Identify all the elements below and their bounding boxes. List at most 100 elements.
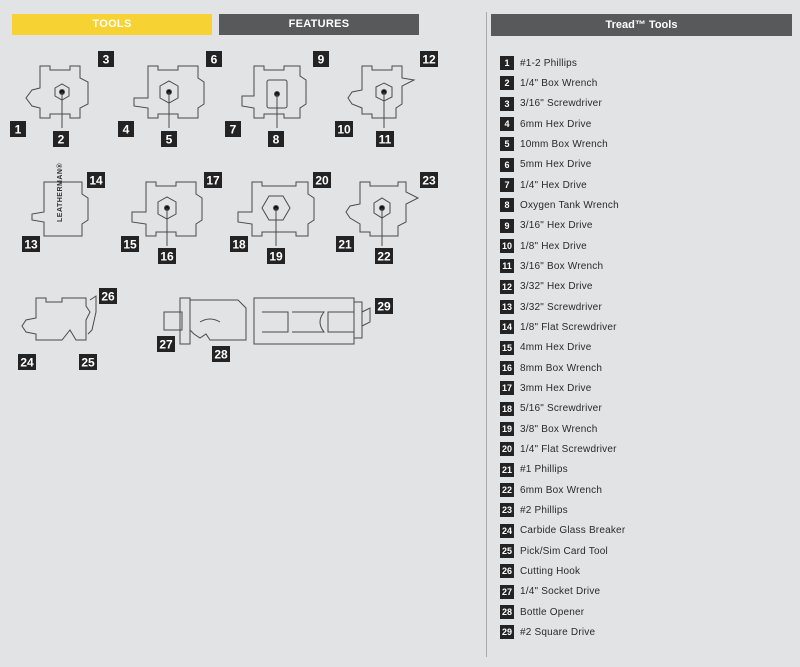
- callout-2: 2: [53, 131, 69, 147]
- callout-21: 21: [336, 236, 354, 252]
- item-label: 5mm Hex Drive: [520, 159, 592, 171]
- item-label: 1/8" Flat Screwdriver: [520, 321, 617, 333]
- callout-12: 12: [420, 51, 438, 67]
- callout-17: 17: [204, 172, 222, 188]
- callout-label: 5: [166, 133, 173, 147]
- item-label: Pick/Sim Card Tool: [520, 545, 608, 557]
- item-number-badge: 6: [500, 157, 514, 172]
- callout-label: 3: [103, 53, 110, 67]
- item-label: 1/4" Flat Screwdriver: [520, 443, 617, 455]
- callout-25: 25: [79, 354, 97, 370]
- item-label: Bottle Opener: [520, 606, 585, 618]
- callout-label: 25: [81, 356, 95, 370]
- callout-9: 9: [313, 51, 329, 67]
- callout-label: 16: [160, 250, 174, 264]
- item-label: #1-2 Phillips: [520, 57, 578, 69]
- callout-14: 14: [87, 172, 105, 188]
- callout-label: 8: [273, 133, 280, 147]
- callout-5: 5: [161, 131, 177, 147]
- item-label: 8mm Box Wrench: [520, 362, 603, 374]
- list-item: 28 Bottle Opener: [500, 602, 625, 622]
- list-item: 21 #1 Phillips: [500, 460, 625, 480]
- callout-15: 15: [121, 236, 139, 252]
- item-number-badge: 27: [500, 584, 514, 599]
- list-item: 22 6mm Box Wrench: [500, 480, 625, 500]
- item-number-badge: 23: [500, 503, 514, 518]
- callout-label: 29: [377, 300, 391, 314]
- callout-label: 10: [337, 123, 351, 137]
- callout-label: 14: [89, 174, 103, 188]
- item-label: 3/32" Hex Drive: [520, 281, 593, 293]
- callout-label: 6: [211, 53, 218, 67]
- link-4-6: [133, 65, 205, 128]
- link-21-23: [345, 181, 420, 246]
- item-number-badge: 29: [500, 625, 514, 640]
- callout-24: 24: [18, 354, 36, 370]
- item-number-badge: 7: [500, 178, 514, 193]
- callout-label: 4: [123, 123, 130, 137]
- callout-22: 22: [375, 248, 393, 264]
- callout-label: 9: [318, 53, 325, 67]
- item-number-badge: 4: [500, 117, 514, 132]
- callout-29: 29: [375, 298, 393, 314]
- tab-features[interactable]: FEATURES: [219, 14, 419, 35]
- item-number-badge: 21: [500, 462, 514, 477]
- item-number-badge: 19: [500, 422, 514, 437]
- callout-16: 16: [158, 248, 176, 264]
- item-number-badge: 2: [500, 76, 514, 91]
- item-label: 3/16" Box Wrench: [520, 260, 604, 272]
- callout-23: 23: [420, 172, 438, 188]
- item-number-badge: 1: [500, 56, 514, 71]
- callout-label: 11: [379, 133, 392, 147]
- item-label: #2 Phillips: [520, 504, 568, 516]
- callout-1: 1: [10, 121, 26, 137]
- callout-label: 18: [232, 238, 246, 252]
- tools-diagram: LEATHERMAN® 1234567891011121314151617181…: [10, 51, 438, 370]
- callout-20: 20: [313, 172, 331, 188]
- item-label: 3/32" Screwdriver: [520, 301, 602, 313]
- link-10-12: [347, 65, 416, 128]
- item-label: 5/16" Screwdriver: [520, 403, 602, 415]
- item-label: #1 Phillips: [520, 464, 568, 476]
- item-label: 1/4" Box Wrench: [520, 77, 598, 89]
- callout-label: 24: [20, 356, 34, 370]
- brand-text: LEATHERMAN®: [56, 163, 64, 222]
- callout-label: 26: [101, 290, 115, 304]
- item-label: 6mm Box Wrench: [520, 484, 603, 496]
- item-number-badge: 28: [500, 605, 514, 620]
- callout-label: 2: [58, 133, 65, 147]
- link-1-3: [25, 65, 89, 128]
- callout-18: 18: [230, 236, 248, 252]
- divider: [486, 12, 487, 657]
- item-number-badge: 24: [500, 523, 514, 538]
- link-24-26: [21, 295, 97, 341]
- item-number-badge: 13: [500, 300, 514, 315]
- list-item: 23 #2 Phillips: [500, 500, 625, 520]
- list-item: 6 5mm Hex Drive: [500, 155, 625, 175]
- callout-26: 26: [99, 288, 117, 304]
- callout-6: 6: [206, 51, 222, 67]
- tools-list-title: Tread™ Tools: [491, 14, 792, 36]
- item-number-badge: 12: [500, 279, 514, 294]
- callout-27: 27: [157, 336, 175, 352]
- callout-8: 8: [268, 131, 284, 147]
- item-number-badge: 22: [500, 483, 514, 498]
- item-label: 3/16" Screwdriver: [520, 98, 602, 110]
- callout-11: 11: [376, 131, 394, 147]
- callout-label: 19: [269, 250, 283, 264]
- callout-label: 13: [24, 238, 38, 252]
- tab-tools[interactable]: TOOLS: [12, 14, 212, 35]
- callout-3: 3: [98, 51, 114, 67]
